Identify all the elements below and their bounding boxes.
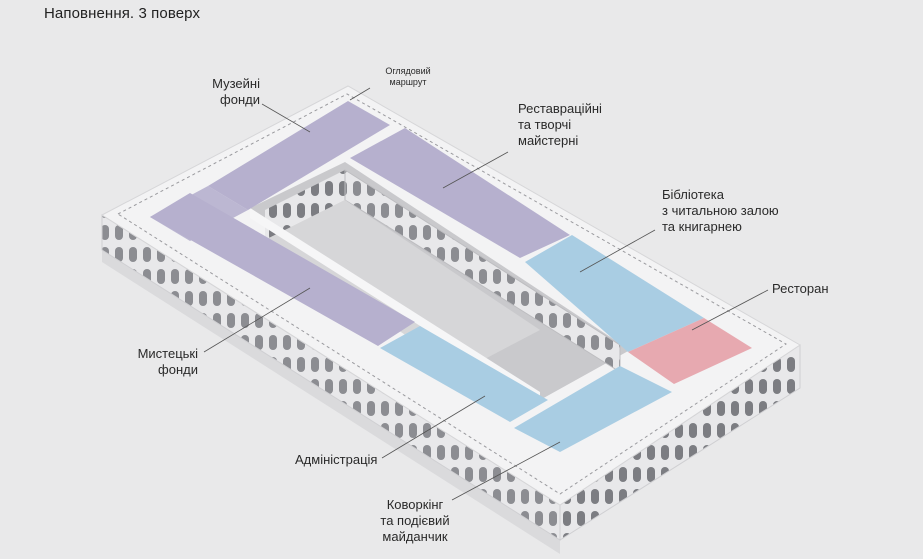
zone-art-funds [150,193,415,346]
label-administration: Адміністрація [295,452,378,467]
label-view-route: Оглядовий маршрут [385,66,431,87]
page-title: Наповнення. 3 поверх [44,5,201,22]
courtyard-floor [265,200,540,372]
label-museum-funds: Музейні фонди [212,76,260,107]
zone-coworking [514,366,672,452]
courtyard-wall-north [265,170,345,240]
view-route-line [117,93,787,495]
zone-library [525,235,704,352]
label-library: Бібліотека з читальною залою та книгарне… [662,187,779,234]
leader-lines [203,87,769,501]
zone-administration [380,326,548,422]
label-art-funds: Мистецькі фонди [137,346,198,377]
zone-museum-funds [208,101,390,210]
label-restoration: Реставраційні та творчі майстерні [518,101,602,148]
zone-restaurant [628,318,752,384]
label-coworking: Коворкінг та подієвий майданчик [380,497,450,544]
zone-restoration [350,128,570,258]
label-restaurant: Ресторан [772,281,829,296]
